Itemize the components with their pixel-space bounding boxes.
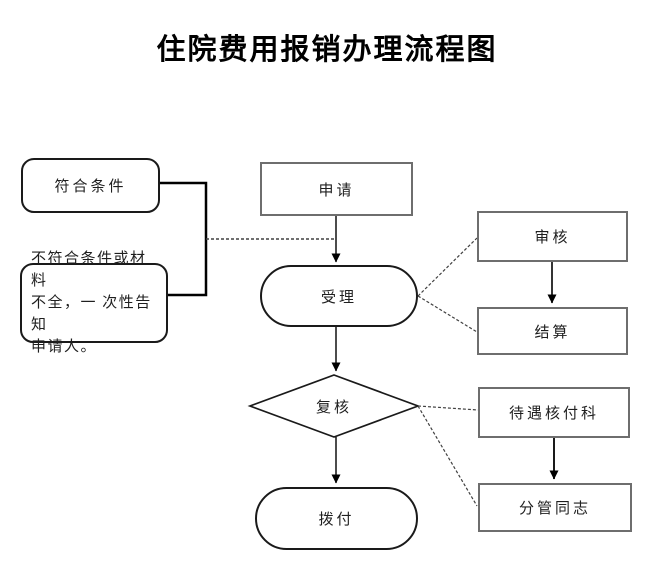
node-eligible: 符合条件 xyxy=(21,158,160,213)
node-supervisor: 分管同志 xyxy=(478,483,632,532)
node-eligible-label: 符合条件 xyxy=(54,179,127,195)
review-diamond-shape xyxy=(247,374,421,438)
page-title: 住院费用报销办理流程图 xyxy=(156,34,498,66)
node-accept: 受理 xyxy=(260,265,418,327)
dashed-accept-settle xyxy=(417,295,478,333)
node-supervisor-label: 分管同志 xyxy=(518,501,591,517)
node-disburse: 拨付 xyxy=(255,487,418,550)
node-disburse-label: 拨付 xyxy=(318,512,355,528)
node-review: 复核 xyxy=(284,394,384,418)
node-audit: 审核 xyxy=(477,211,628,262)
node-not-eligible-line2: 不全，一 次性告知 xyxy=(31,295,152,333)
dashed-review-supervisor xyxy=(417,405,478,507)
dashed-review-benefit xyxy=(417,405,479,411)
node-benefit-dept-label: 待遇核付科 xyxy=(508,406,599,422)
node-not-eligible: 不符合条件或材料 不全，一 次性告知 申请人。 xyxy=(20,251,168,355)
node-not-eligible-line1: 不符合条件或材料 xyxy=(31,251,147,289)
node-benefit-dept: 待遇核付科 xyxy=(478,387,630,438)
node-review-label: 复核 xyxy=(315,399,352,416)
node-settle: 结算 xyxy=(477,307,628,355)
node-accept-label: 受理 xyxy=(320,289,357,306)
node-apply: 申请 xyxy=(260,162,413,216)
node-not-eligible-line3: 申请人。 xyxy=(31,339,98,355)
node-apply-label: 申请 xyxy=(318,182,355,199)
dashed-accept-audit xyxy=(417,237,478,297)
node-settle-label: 结算 xyxy=(534,324,571,341)
node-audit-label: 审核 xyxy=(534,230,571,246)
